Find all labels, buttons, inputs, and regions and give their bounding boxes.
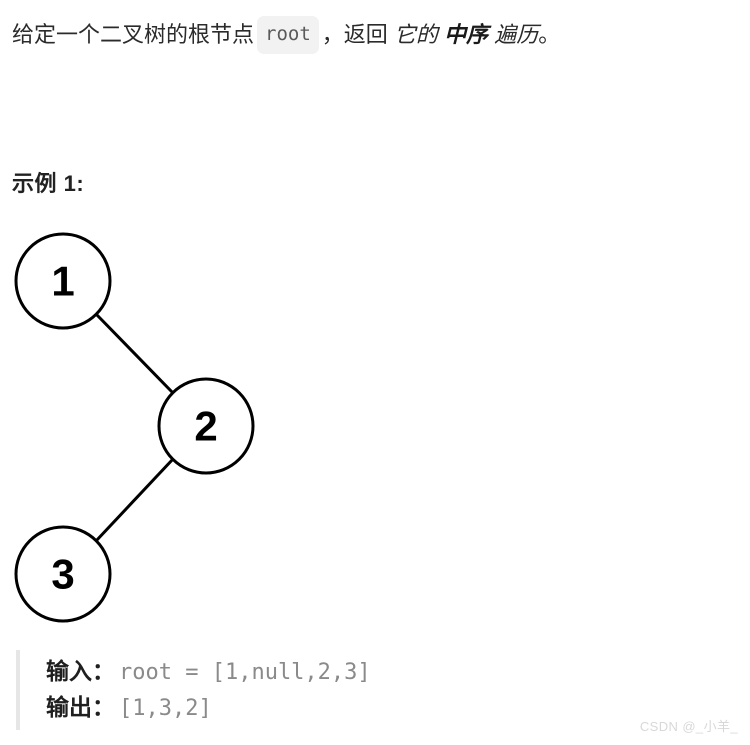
tree-edge-1-2 <box>94 312 175 395</box>
statement-text-part1: 给定一个二叉树的根节点 <box>12 22 255 47</box>
statement-emphasis-traversal: 遍历 <box>494 22 539 47</box>
tree-node-label-3: 3 <box>51 551 74 598</box>
input-label: 输入： <box>46 658 115 684</box>
output-value: [1,3,2] <box>119 696 212 721</box>
binary-tree-diagram: 1 2 3 <box>0 222 300 632</box>
statement-emphasis-its: 它的 <box>393 22 438 47</box>
input-value: root = [1,null,2,3] <box>119 660 371 685</box>
example-output-line: 输出：[1,3,2] <box>46 690 616 726</box>
output-label: 输出： <box>46 694 115 720</box>
tree-node-circle-3 <box>14 525 112 623</box>
tree-nodes: 1 2 3 <box>14 232 255 623</box>
tree-node-label-2: 2 <box>194 403 217 450</box>
tree-node-label-1: 1 <box>51 258 74 305</box>
statement-emphasis-inorder: 中序 <box>444 22 489 47</box>
inline-code-root: root <box>257 16 319 54</box>
example-heading: 示例 1: <box>12 171 85 196</box>
tree-node-circle-2 <box>157 377 255 475</box>
tree-edges <box>94 312 175 543</box>
csdn-watermark: CSDN @_小羊_ <box>639 719 738 734</box>
tree-edge-2-3 <box>94 457 175 543</box>
statement-text-part3: 。 <box>538 22 561 47</box>
tree-node-circle-1 <box>14 232 112 330</box>
example-io-block: 输入：root = [1,null,2,3] 输出：[1,3,2] <box>16 650 616 730</box>
statement-text-part2: ，返回 <box>321 22 388 47</box>
example-input-line: 输入：root = [1,null,2,3] <box>46 654 616 690</box>
tree-svg: 1 2 3 <box>14 232 255 623</box>
